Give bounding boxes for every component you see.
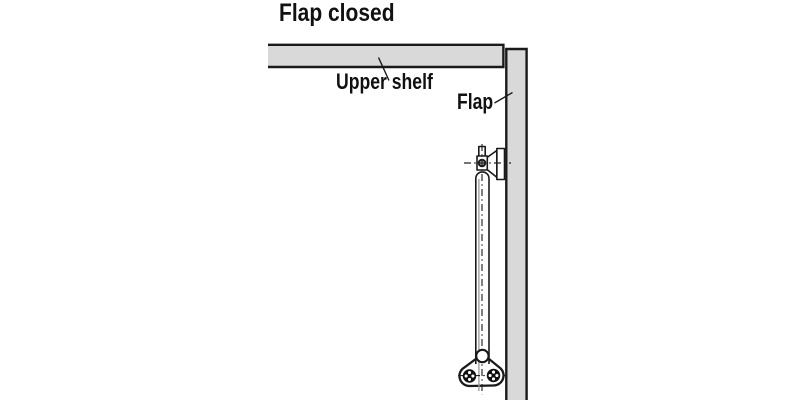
upper-shelf-panel: [268, 43, 505, 69]
right-phillips-screw-icon: [486, 368, 501, 383]
flap-panel: [505, 47, 528, 400]
bottom-pivot-hole: [475, 348, 490, 364]
left-phillips-screw-icon: [462, 369, 477, 383]
flap-label: Flap: [457, 89, 494, 114]
flap-leader-line: [494, 91, 513, 104]
flap-stay: [458, 144, 511, 395]
cone-hub: [486, 149, 498, 179]
top-mounting-plate: [495, 147, 506, 181]
page-title: Flap closed: [279, 0, 395, 27]
upper-shelf-leader-line: [377, 57, 390, 81]
upper-shelf-label: Upper shelf: [336, 69, 433, 94]
